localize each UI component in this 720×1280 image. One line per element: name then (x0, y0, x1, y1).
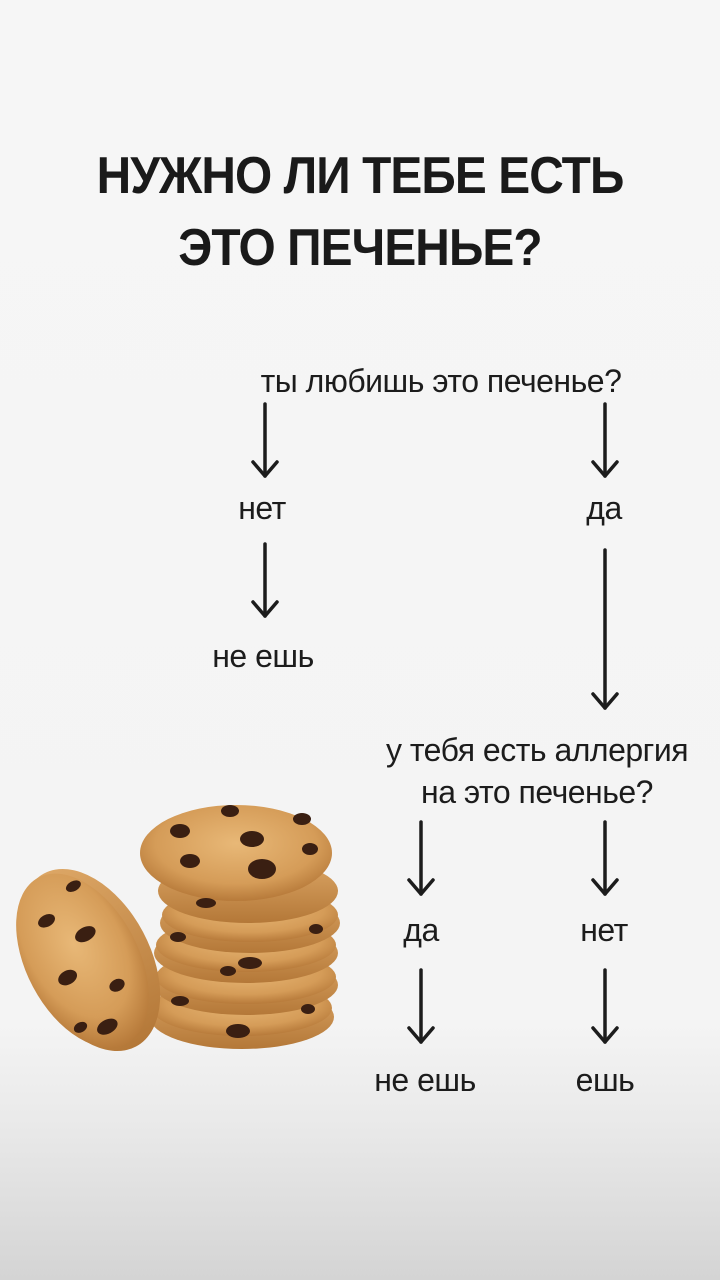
arrow-down-icon (590, 968, 620, 1046)
cookie-stack-illustration (10, 795, 340, 1070)
arrow-down-icon (590, 402, 620, 480)
arrow-down-icon (250, 402, 280, 480)
arrow-down-icon (406, 820, 436, 898)
answer-yes-1: да (586, 490, 622, 526)
page-title: НУЖНО ЛИ ТЕБЕ ЕСТЬ ЭТО ПЕЧЕНЬЕ? (29, 140, 691, 284)
result-dont-eat-1: не ешь (212, 638, 314, 674)
arrow-down-icon (406, 968, 436, 1046)
answer-no-2: нет (580, 912, 628, 948)
question-love-cookie: ты любишь это печенье? (260, 363, 622, 399)
result-dont-eat-2: не ешь (374, 1062, 476, 1098)
arrow-down-icon (590, 548, 620, 712)
title-line-2: ЭТО ПЕЧЕНЬЕ? (178, 219, 542, 277)
title-line-1: НУЖНО ЛИ ТЕБЕ ЕСТЬ (96, 147, 625, 205)
result-eat: ешь (575, 1062, 635, 1098)
answer-yes-2: да (403, 912, 439, 948)
arrow-down-icon (250, 542, 280, 620)
question-allergy-line-1: у тебя есть аллергия (385, 732, 689, 768)
answer-no-1: нет (238, 490, 286, 526)
arrow-down-icon (590, 820, 620, 898)
question-allergy-line-2: на это печенье? (421, 774, 653, 810)
